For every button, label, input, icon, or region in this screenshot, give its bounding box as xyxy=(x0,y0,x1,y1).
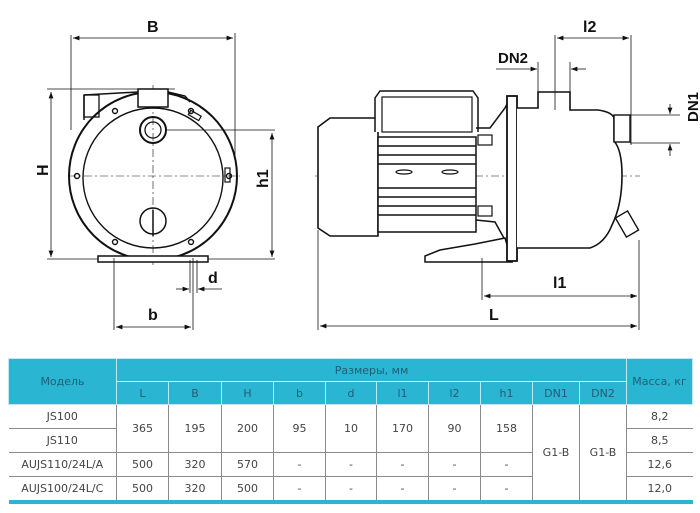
label-L: L xyxy=(489,307,499,324)
cell-b: - xyxy=(273,452,326,477)
label-DN1: DN1 xyxy=(685,92,700,122)
cell-h1: 158 xyxy=(480,404,533,453)
table-row: JS100 365 195 200 95 10 170 90 158 G1-B … xyxy=(8,404,693,504)
cell-model: JS100 xyxy=(8,404,117,429)
cell-mass: 12,6 xyxy=(626,452,693,477)
header-H: H xyxy=(221,381,274,405)
cell-l2: - xyxy=(428,452,481,477)
cell-B: 195 xyxy=(168,404,222,453)
cell-b: - xyxy=(273,476,326,504)
cell-b: 95 xyxy=(273,404,326,453)
cell-h1: - xyxy=(480,476,533,504)
header-l1: l1 xyxy=(376,381,429,405)
table-row: AUJS100/24L/C 500 320 500 - - - - - 12,0 xyxy=(8,476,693,504)
label-l1: l1 xyxy=(553,275,566,292)
header-b: b xyxy=(273,381,326,405)
cell-l1: - xyxy=(376,476,429,504)
cell-DN1: G1-B xyxy=(532,404,580,504)
label-DN2: DN2 xyxy=(498,50,528,67)
cell-l2: 90 xyxy=(428,404,481,453)
cell-mass: 8,5 xyxy=(626,428,693,453)
header-dimensions: Размеры, мм xyxy=(116,358,627,382)
cell-model: AUJS110/24L/A xyxy=(8,452,117,477)
table-row: JS110 8,5 xyxy=(8,428,693,453)
specifications-table: Модель Размеры, мм Масса, кг L B H b d l… xyxy=(8,358,693,504)
table-row: AUJS110/24L/A 500 320 570 - - - - - 12,6 xyxy=(8,452,693,477)
cell-L: 500 xyxy=(116,452,169,477)
header-h1: h1 xyxy=(480,381,533,405)
cell-l1: 170 xyxy=(376,404,429,453)
label-l2: l2 xyxy=(583,19,596,36)
cell-h1: - xyxy=(480,452,533,477)
header-DN2: DN2 xyxy=(579,381,627,405)
cell-L: 500 xyxy=(116,476,169,504)
cell-H: 570 xyxy=(221,452,274,477)
label-b: b xyxy=(148,307,158,324)
front-view xyxy=(47,33,275,330)
header-L: L xyxy=(116,381,169,405)
cell-B: 320 xyxy=(168,476,222,504)
cell-l2: - xyxy=(428,476,481,504)
header-mass: Масса, кг xyxy=(626,358,693,405)
cell-model: JS110 xyxy=(8,428,117,453)
cell-model: AUJS100/24L/C xyxy=(8,476,117,504)
header-d: d xyxy=(325,381,377,405)
cell-mass: 8,2 xyxy=(626,404,693,429)
cell-L: 365 xyxy=(116,404,169,453)
header-l2: l2 xyxy=(428,381,481,405)
label-d: d xyxy=(208,270,218,287)
label-B: B xyxy=(147,19,159,36)
label-H: H xyxy=(35,164,52,176)
cell-mass: 12,0 xyxy=(626,476,693,504)
cell-l1: - xyxy=(376,452,429,477)
cell-d: - xyxy=(325,452,377,477)
cell-H: 200 xyxy=(221,404,274,453)
label-h1: h1 xyxy=(255,169,272,188)
cell-B: 320 xyxy=(168,452,222,477)
pump-dimension-drawing: B H h1 d b xyxy=(35,19,700,330)
header-model: Модель xyxy=(8,358,117,405)
cell-DN2: G1-B xyxy=(579,404,627,504)
cell-H: 500 xyxy=(221,476,274,504)
header-B: B xyxy=(168,381,222,405)
side-view xyxy=(315,35,680,330)
cell-d: 10 xyxy=(325,404,377,453)
header-DN1: DN1 xyxy=(532,381,580,405)
cell-d: - xyxy=(325,476,377,504)
